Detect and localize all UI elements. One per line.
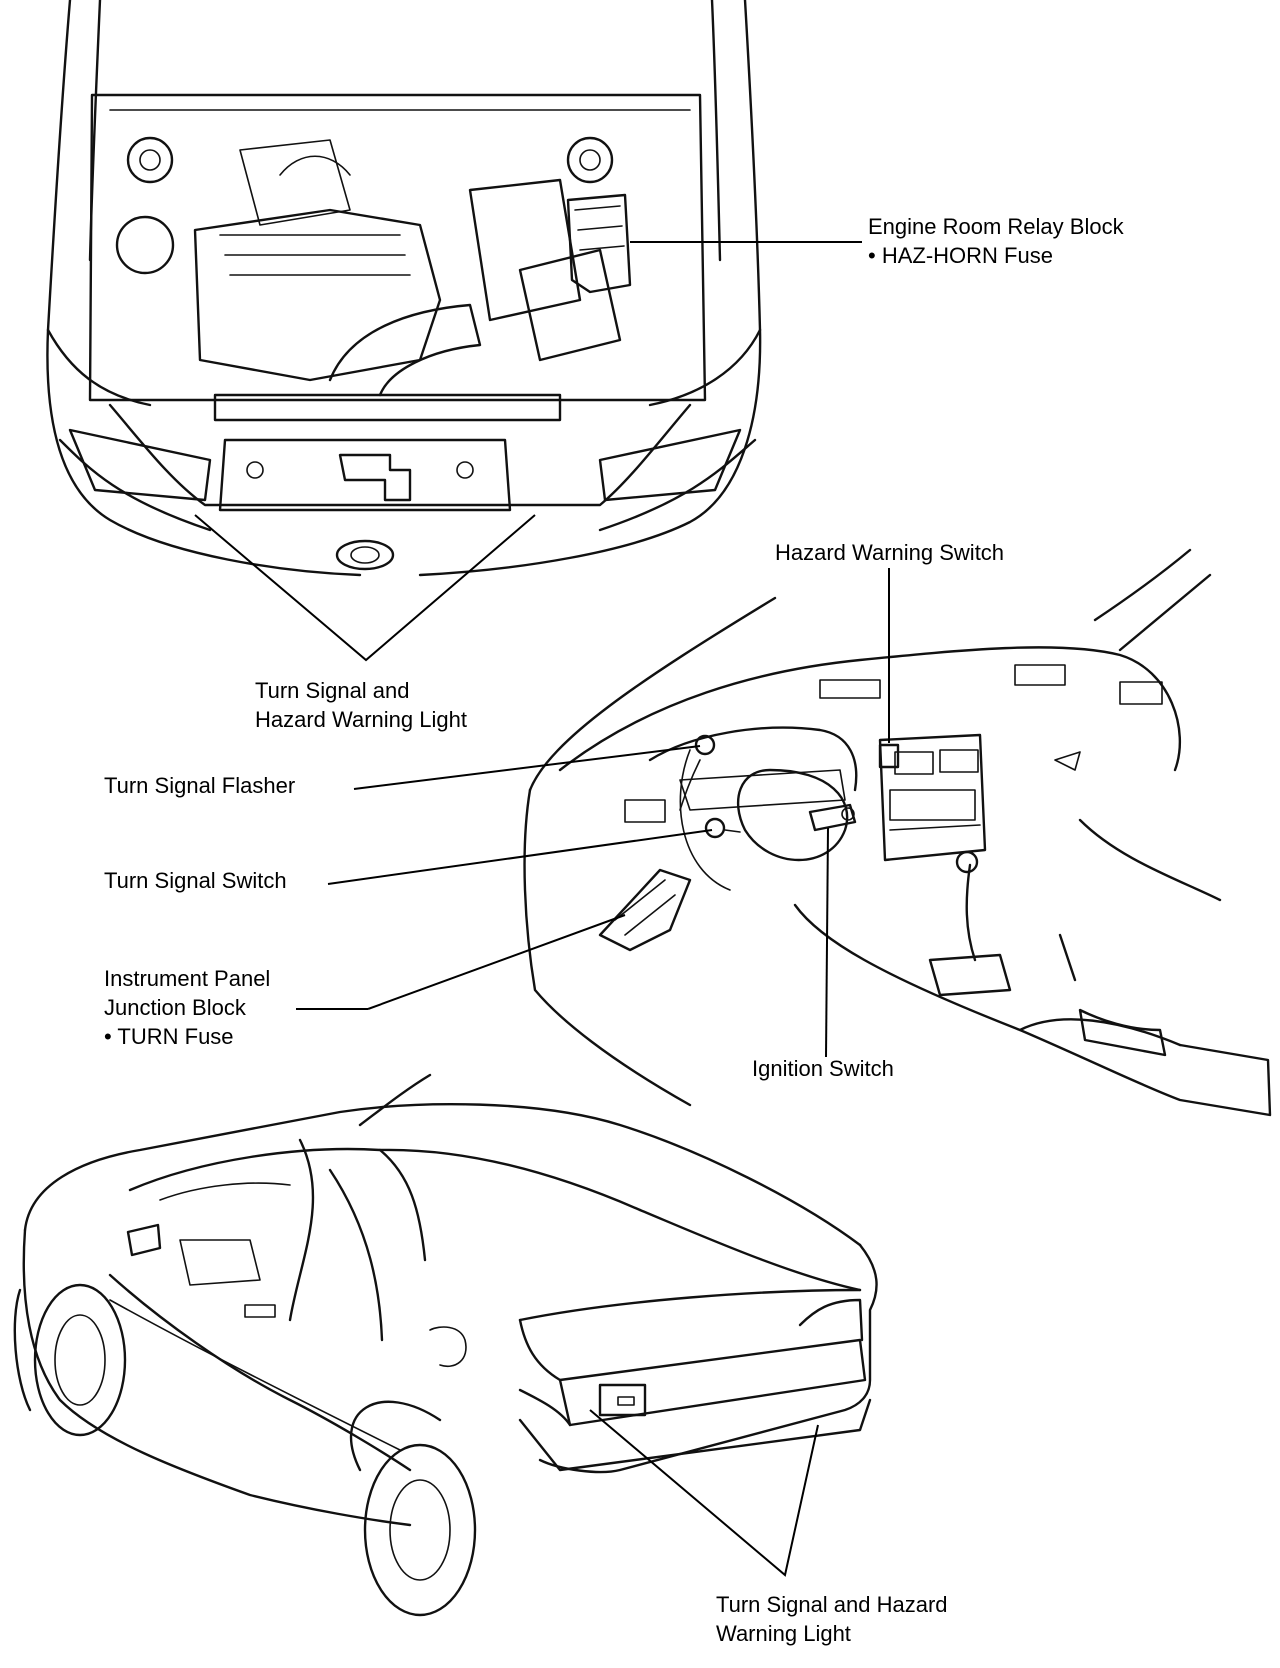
leader-ignition-switch [825,827,829,1058]
junction-block-text-2: Junction Block [104,995,246,1020]
label-rear-turn-signal-light: Turn Signal and Hazard Warning Light [716,1590,948,1648]
engine-bay-illustration [46,0,762,577]
label-turn-signal-flasher: Turn Signal Flasher [104,771,295,800]
hazard-switch-text: Hazard Warning Switch [775,540,1005,565]
label-ignition-switch: Ignition Switch [752,1054,894,1083]
label-engine-room-relay-block: Engine Room Relay Block • HAZ-HORN Fuse [868,212,1124,270]
vehicle-illustration [13,1073,878,1617]
ignition-switch-text: Ignition Switch [752,1056,894,1081]
haz-horn-fuse-text: • HAZ-HORN Fuse [868,243,1053,268]
front-light-text-2: Hazard Warning Light [255,707,467,732]
leader-flasher [353,745,701,790]
leader-lines [194,241,890,1577]
flasher-text: Turn Signal Flasher [104,773,296,798]
junction-block-text-1: Instrument Panel [104,966,271,991]
leader-junction-block-b [367,914,626,1010]
instrument-panel-illustration [523,548,1272,1117]
turn-switch-text: Turn Signal Switch [104,868,287,893]
label-front-turn-signal-light: Turn Signal and Hazard Warning Light [255,676,467,734]
leader-turn-switch [327,829,713,885]
relay-block-text: Engine Room Relay Block [868,214,1124,239]
rear-light-text-2: Warning Light [716,1621,851,1646]
front-light-text-1: Turn Signal and [255,678,410,703]
rear-light-text-1: Turn Signal and Hazard [716,1592,948,1617]
label-instrument-panel-junction-block: Instrument Panel Junction Block • TURN F… [104,964,270,1051]
label-turn-signal-switch: Turn Signal Switch [104,866,287,895]
label-hazard-warning-switch: Hazard Warning Switch [775,538,1004,567]
leader-rear-turn-lights [589,1409,819,1577]
leader-front-turn-lights [194,514,536,662]
turn-fuse-text: • TURN Fuse [104,1024,234,1049]
